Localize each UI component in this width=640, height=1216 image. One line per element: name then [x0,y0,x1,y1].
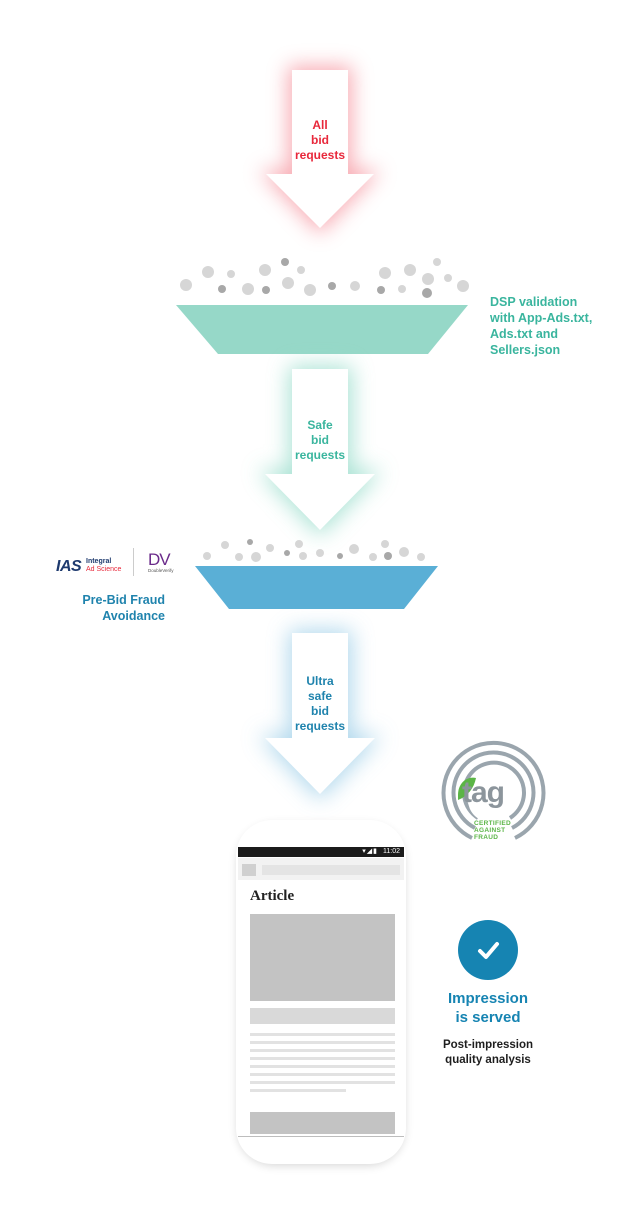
logo-divider [133,548,134,576]
label-line: bid [311,433,329,447]
label-line: bid [311,133,329,147]
ias-logo-mark: IAS [56,558,82,575]
ias-logo-line1: Integral [86,558,112,565]
title-line: Impression [447,990,529,1007]
label-line: requests [294,148,346,162]
status-time: 11:02 [383,848,400,855]
label-line: with App-Ads.txt, [490,311,593,325]
article-title: Article [250,888,295,904]
text-line [250,1057,395,1060]
article-text-lines [250,1033,395,1097]
phone-status-bar: ▾◢▮ 11:02 [238,847,404,857]
tag-logo-center [468,778,512,822]
tag-logo-leaf-icon [458,777,476,800]
label-all-bid-requests: All bid requests [290,118,350,163]
dv-logo-mark: DV [148,550,171,569]
label-line: Ultra [306,674,334,688]
text-line [250,1033,395,1036]
app-bar-icon [242,864,256,876]
text-line [250,1081,395,1084]
caption-line: AGAINST [474,827,506,834]
article-image-placeholder [250,914,395,1001]
dsp-filter [176,305,468,354]
arrow-ultra-safe-bid-requests [258,630,382,800]
label-safe-bid-requests: Safe bid requests [290,418,350,463]
text-line [250,1065,395,1068]
label-line: Avoidance [102,609,165,623]
dsp-filter-dots [180,258,469,298]
tag-logo-word: tag [462,776,505,809]
label-line: Safe [307,418,333,432]
check-badge [458,920,518,980]
label-ultra-safe-bid-requests: Ultra safe bid requests [290,674,350,734]
label-line: Ads.txt and [490,327,559,341]
label-line: Sellers.json [490,343,561,357]
text-line [250,1041,395,1044]
title-line: is served [455,1009,521,1026]
arrow-safe-bid-requests [258,366,382,536]
phone-bottom-divider [238,1136,404,1137]
label-line: All [312,118,328,132]
caption-line: CERTIFIED [474,820,512,827]
status-icons: ▾◢▮ [362,848,378,855]
caption-line: FRAUD [474,834,499,841]
arrow-all-bid-requests [259,66,381,234]
tag-logo-caption: CERTIFIED AGAINST FRAUD [474,820,511,841]
app-bar-title [262,865,400,875]
article-subheading-placeholder [250,1008,395,1024]
subtitle-line: quality analysis [445,1054,531,1066]
ias-logo-line2: Ad Science [86,566,122,573]
label-line: Pre-Bid Fraud [82,593,165,607]
label-line: requests [294,448,346,462]
label-line: requests [294,719,346,733]
tag-logo-rings [441,740,546,840]
dv-logo-sub: DoubleVerify [148,568,174,573]
post-impression-label: Post-impression quality analysis [420,1038,556,1068]
label-line: safe [307,689,333,703]
text-line [250,1089,346,1092]
label-line: DSP validation [490,295,578,309]
check-icon [478,942,499,959]
prebid-fraud-label: Pre-Bid Fraud Avoidance [60,592,165,624]
text-line [250,1073,395,1076]
label-line: bid [311,704,329,718]
prebid-filter-dots [203,539,425,562]
ad-slot-placeholder [250,1112,395,1134]
impression-served-title: Impression is served [420,989,556,1027]
dsp-validation-label: DSP validation with App-Ads.txt, Ads.txt… [490,294,592,358]
subtitle-line: Post-impression [442,1039,534,1051]
text-line [250,1049,395,1052]
prebid-filter [195,566,438,609]
